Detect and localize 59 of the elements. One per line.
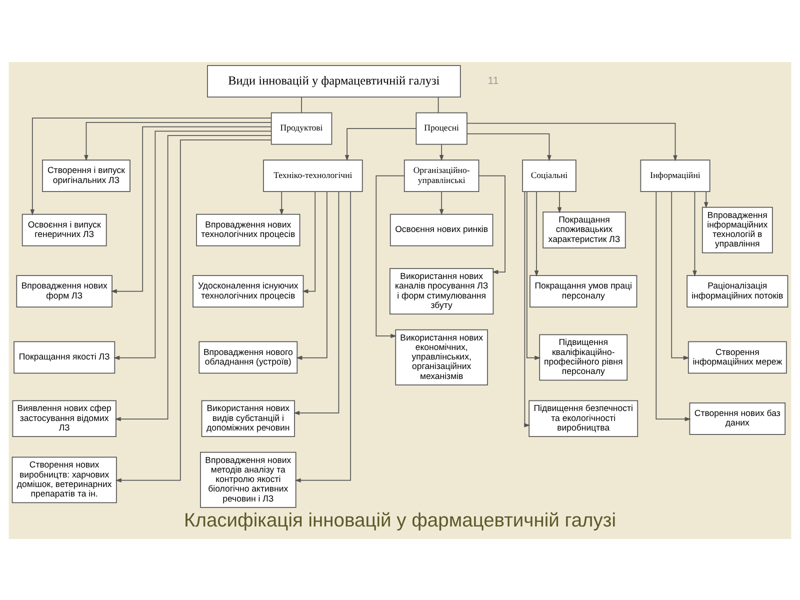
arrow: [671, 190, 690, 360]
node-box: Використання нових каналів просування ЛЗ і форм стимулювання збуту: [390, 268, 494, 314]
node-box: Техніко-технологічні: [263, 159, 363, 192]
node-box: Організаційно-управлінські: [404, 159, 480, 192]
label: 11: [488, 74, 499, 86]
arrow: [557, 190, 562, 213]
node-box: Створення нових виробництв: харчових домішок, ветеринарних препаратів та ін.: [12, 456, 117, 503]
arrow: [115, 138, 272, 482]
node-box: Освоєння нових ринків: [390, 213, 494, 246]
arrow: [84, 121, 272, 161]
arrow: [524, 190, 530, 427]
arrow: [344, 128, 416, 161]
arrow: [30, 117, 272, 216]
arrow: [439, 144, 444, 161]
arrow: [110, 126, 272, 293]
arrow: [439, 190, 444, 215]
node-box: Удосконалення існуючих технологічних процесів: [192, 274, 304, 307]
arrow: [296, 190, 328, 360]
node-box: Продуктові: [270, 112, 332, 144]
node-box: Інформаційні: [640, 159, 710, 192]
node-box: Впровадження нового обладнання (устроїв): [198, 340, 298, 374]
arrow: [114, 134, 272, 421]
node-box: Раціоналізація інформаційних потоків: [686, 274, 788, 307]
arrow: [656, 190, 691, 421]
arrow: [294, 190, 351, 482]
node-box: Створення і випуск оригінальних ЛЗ: [42, 159, 130, 192]
caption: Класифікація інновацій у фармацевтичній галузі: [184, 510, 616, 531]
node-box: Освоєння і випуск генеричних ЛЗ: [22, 213, 107, 246]
node-box: Впровадження нових технологічних процесів: [196, 213, 300, 246]
arrow: [692, 190, 697, 276]
arrow: [478, 174, 506, 274]
arrow: [526, 190, 541, 360]
arrow: [302, 190, 316, 293]
node-box: Впровадження нових форм ЛЗ: [16, 274, 112, 307]
connector: [438, 96, 439, 112]
arrow: [376, 174, 405, 338]
connector: [301, 96, 302, 112]
node-box: Виявлення нових сфер застосування відомих ЛЗ: [12, 400, 116, 437]
node-box: Покращання якості ЛЗ: [14, 340, 116, 374]
node-box: Використання нових видів субстанцій і допоміжних речовин: [201, 400, 295, 437]
arrow: [293, 190, 340, 415]
node-box: Впровадження інформаційних технологій в управління: [702, 206, 773, 253]
arrow: [279, 190, 284, 215]
node-box: Покращання умов праці персоналу: [530, 274, 638, 307]
arrow: [534, 190, 539, 276]
node-box: Створення нових баз даних: [689, 402, 786, 434]
node-box: Використання нових економічних, управлінських, організаційних механізмів: [395, 328, 488, 385]
node-box: Підвищення безпечності та екологічності виробництва: [528, 400, 638, 437]
arrow: [466, 132, 552, 161]
arrow: [704, 190, 708, 208]
node-box: Види інновацій у фармацевтичній галузі: [207, 64, 461, 97]
node-box: Впровадження нових методів аналізу та контролю якості біологічно активних речовин і ЛЗ: [200, 451, 296, 508]
node-box: Процесні: [416, 112, 468, 144]
node-box: Створення інформаційних мереж: [688, 340, 787, 374]
node-box: Соціальні: [522, 159, 576, 192]
arrow: [114, 130, 272, 360]
node-box: Підвищення кваліфікаційно-професійного рівня персоналу: [539, 334, 628, 380]
node-box: Покращання споживацьких характеристик ЛЗ: [542, 211, 626, 248]
arrow: [466, 122, 678, 161]
